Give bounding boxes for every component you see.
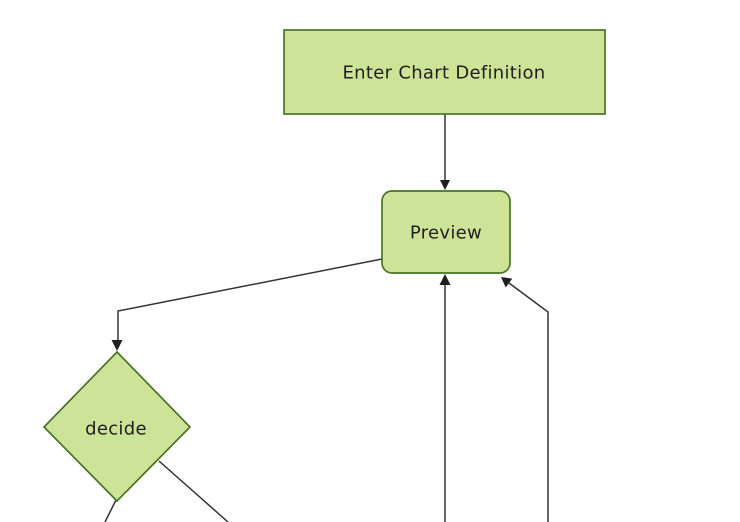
node-enter-chart-definition: Enter Chart Definition [283, 29, 606, 115]
edge-return-vertical-to-preview [439, 274, 451, 522]
edge-line-decide-left-branch [104, 499, 117, 522]
node-preview-label: Preview [410, 223, 482, 244]
edge-preview-to-decide [111, 258, 383, 351]
node-decide-label: decide [85, 419, 147, 440]
arrowhead-into-preview-bottom [439, 274, 451, 285]
arrowhead-into-preview-corner [501, 277, 513, 288]
edge-return-right-to-preview [501, 277, 549, 522]
node-decide-diamond [42, 350, 192, 503]
arrowhead-into-decide-top [111, 340, 123, 351]
edge-decide-to-offscreen-right [158, 460, 229, 522]
arrowhead-into-preview-top [440, 180, 450, 190]
node-enter-chart-definition-box [283, 29, 606, 115]
node-enter-chart-definition-label: Enter Chart Definition [343, 63, 546, 84]
edge-enter-chart-definition-to-preview [440, 114, 450, 190]
node-preview: Preview [381, 190, 511, 274]
node-preview-box [381, 190, 511, 274]
edge-line-decide-right-branch [158, 460, 229, 522]
edge-line-return-right [508, 282, 549, 522]
edge-decide-to-offscreen-left [104, 499, 117, 522]
node-decide: decide [42, 350, 192, 503]
edge-line-b-to-c [117, 258, 383, 341]
